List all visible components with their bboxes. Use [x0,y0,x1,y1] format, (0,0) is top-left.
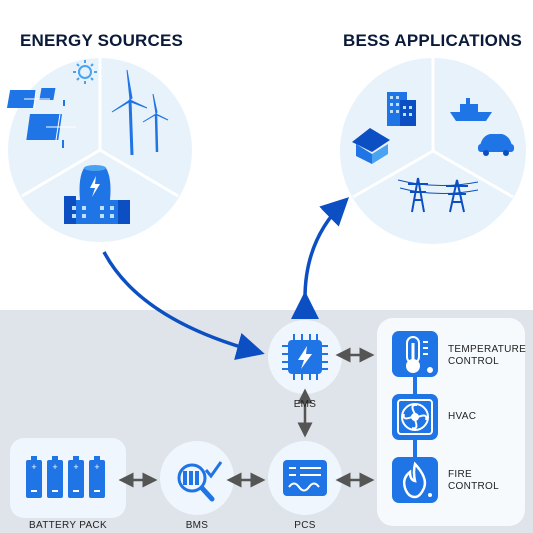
temperature-control-label: TEMPERATURE CONTROL [448,344,526,368]
bms-label: BMS [185,520,209,531]
ems-to-applications-arrow [290,197,350,320]
car-icon [478,134,514,156]
chip-bolt-icon [282,334,328,380]
fire-control-label: FIRE CONTROL [448,469,499,493]
flame-icon [402,461,432,499]
transmission-tower-icon [397,177,479,213]
wind-turbine-icon [111,69,169,156]
battery-cells-icon: + + + + [26,456,105,498]
temperature-label-line-1: TEMPERATURE [448,344,527,355]
bess-applications-title: BESS APPLICATIONS [343,31,523,50]
temperature-label-line-2: CONTROL [448,356,499,367]
solar-panel-icon [6,88,76,148]
ems-label: EMS [293,399,317,410]
fire-label-line-1: FIRE [448,469,472,480]
power-plant-icon [64,165,130,224]
bess-circle-dividers [352,58,514,199]
inverter-screen-icon [283,460,327,496]
connector-arrows [118,347,375,488]
energy-circle-dividers [21,58,179,198]
svg-text:+: + [31,462,36,472]
fire-label-line-2: CONTROL [448,481,499,492]
pcs-label: PCS [294,520,316,531]
energy-sources-title: ENERGY SOURCES [20,31,184,50]
battery-pack-label: BATTERY PACK [29,520,107,531]
ship-icon [450,98,492,121]
magnifier-check-icon [177,461,223,502]
energy-to-ems-arrow [102,251,265,361]
svg-text:+: + [94,462,99,472]
svg-text:+: + [73,462,78,472]
sun-icon [73,60,97,84]
house-icon [352,128,390,164]
hvac-label: HVAC [448,411,477,422]
thermometer-icon [406,336,433,373]
office-building-icon [387,92,416,126]
svg-text:+: + [52,462,57,472]
fan-icon [397,399,433,435]
